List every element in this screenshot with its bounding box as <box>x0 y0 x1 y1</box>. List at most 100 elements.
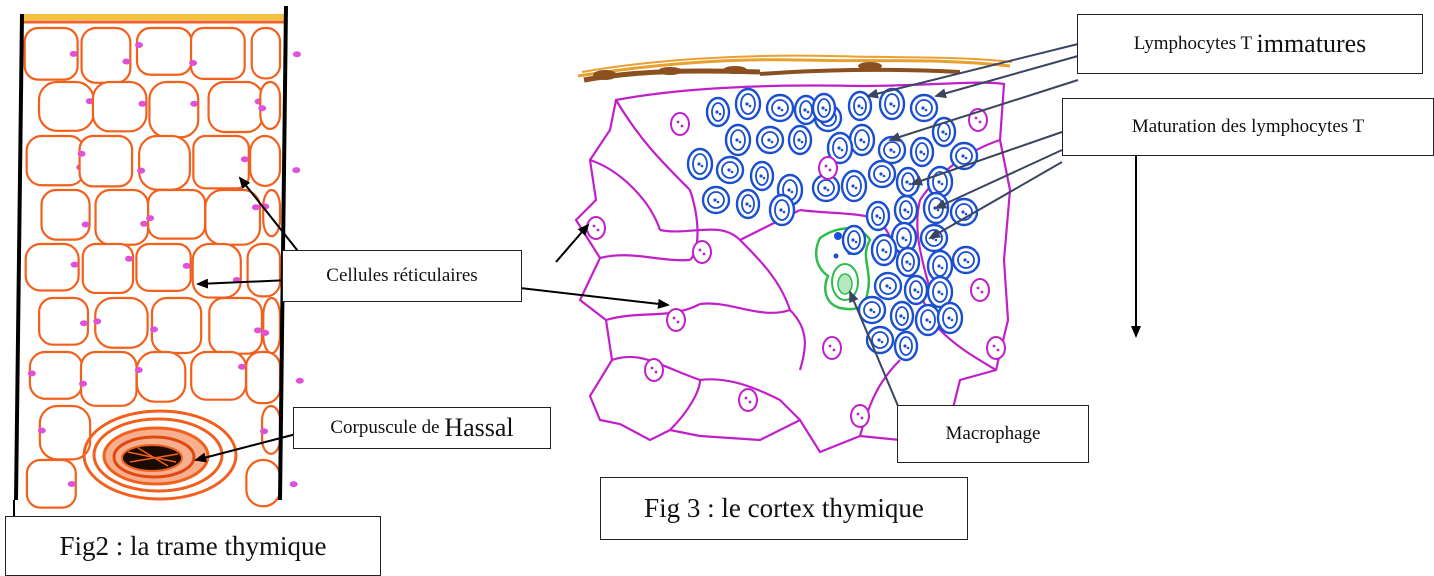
label-macrophage: Macrophage <box>897 405 1089 463</box>
reticular-cell <box>152 298 201 353</box>
reticular-nucleus <box>138 101 146 107</box>
arrow-reticular-4 <box>520 288 668 305</box>
reticular-nucleus <box>254 327 262 333</box>
reticular-cell <box>248 244 280 296</box>
label-corpuscule-prefix: Corpuscule de <box>330 417 444 439</box>
fig3-caption: Fig 3 : le cortex thymique <box>600 477 968 540</box>
reticular-nucleus <box>258 105 266 111</box>
reticular-nucleus <box>189 60 197 66</box>
reticular-cell <box>193 244 241 298</box>
reticular-nucleus <box>79 381 87 387</box>
reticular-nucleus <box>146 215 154 221</box>
reticular-cell <box>42 190 90 240</box>
reticular-cell <box>39 82 94 131</box>
fig2-caption-text: Fig2 : la trame thymique <box>60 531 327 562</box>
label-corpuscule-name: Hassal <box>444 413 513 443</box>
reticular-nucleus <box>290 481 298 487</box>
reticular-cell <box>95 298 147 348</box>
reticular-nucleus <box>150 326 158 332</box>
label-cellules-reticulaires: Cellules réticulaires <box>282 250 522 302</box>
reticular-nucleus <box>38 427 46 433</box>
reticular-cell <box>139 136 190 190</box>
reticular-nucleus <box>671 113 689 135</box>
reticular-nucleus <box>739 389 757 411</box>
reticular-nucleus <box>241 156 249 162</box>
label-maturation: Maturation des lymphocytes T <box>1062 98 1434 156</box>
reticular-cell <box>137 352 186 402</box>
label-lymphocytes-suffix: immatures <box>1257 29 1367 59</box>
reticular-cell <box>137 28 192 75</box>
reticular-cell <box>149 82 198 137</box>
reticular-cell <box>148 190 205 239</box>
reticular-nucleus <box>851 405 869 427</box>
reticular-nucleus <box>80 320 88 326</box>
reticular-nucleus <box>82 222 90 228</box>
reticular-nucleus <box>261 330 269 336</box>
reticular-cell <box>263 298 280 353</box>
reticular-cell <box>209 298 262 354</box>
reticular-nucleus <box>587 217 605 239</box>
reticular-nucleus <box>125 256 133 262</box>
reticular-nucleus <box>68 481 76 487</box>
reticular-cell <box>30 352 82 399</box>
reticular-nucleus <box>93 318 101 324</box>
arrow-reticular-3 <box>556 225 588 262</box>
reticular-cell <box>26 244 79 291</box>
reticular-nucleus <box>135 42 143 48</box>
reticular-nucleus <box>819 157 837 179</box>
reticular-nucleus <box>70 51 78 57</box>
reticular-cell <box>39 298 88 345</box>
reticular-nucleus <box>823 337 841 359</box>
reticular-cell <box>40 406 90 459</box>
reticular-cell <box>136 244 190 291</box>
reticular-nucleus <box>252 204 260 210</box>
reticular-nucleus <box>190 101 198 107</box>
reticular-nucleus <box>645 359 663 381</box>
reticular-cell <box>205 190 260 245</box>
fig3-caption-text: Fig 3 : le cortex thymique <box>644 493 924 524</box>
reticular-cell <box>246 352 280 403</box>
reticular-nucleus <box>122 59 130 65</box>
reticular-cell <box>193 136 248 188</box>
reticular-cell <box>252 28 280 78</box>
label-cellules-reticulaires-text: Cellules réticulaires <box>326 265 477 287</box>
fig3-drawing <box>576 56 1012 452</box>
reticular-cell <box>80 136 133 186</box>
reticular-nucleus <box>28 370 36 376</box>
reticular-nucleus <box>183 263 191 269</box>
reticular-nucleus <box>260 428 268 434</box>
reticular-nucleus <box>135 367 143 373</box>
reticular-nucleus <box>78 151 86 157</box>
reticular-cell <box>209 82 263 132</box>
reticular-nucleus <box>137 168 145 174</box>
label-corpuscule-hassal: Corpuscule de Hassal <box>293 407 551 449</box>
reticular-nucleus <box>987 337 1005 359</box>
reticular-nucleus <box>71 262 79 268</box>
reticular-nucleus <box>296 378 304 384</box>
reticular-nucleus <box>293 51 301 57</box>
reticular-cell <box>83 244 133 293</box>
label-macrophage-text: Macrophage <box>946 423 1041 445</box>
reticular-nucleus <box>667 309 685 331</box>
fig2-caption: Fig2 : la trame thymique <box>5 516 381 576</box>
reticular-cell <box>250 136 280 186</box>
label-lymphocytes-prefix: Lymphocytes T <box>1134 33 1257 55</box>
reticular-nucleus <box>292 167 300 173</box>
reticular-cell <box>81 352 137 406</box>
fig2-drawing <box>14 6 304 516</box>
lymphocyte-cluster <box>688 89 979 360</box>
reticular-nucleus <box>140 221 148 227</box>
reticular-cell <box>191 352 246 400</box>
reticular-nucleus <box>238 364 246 370</box>
reticular-nucleus <box>971 279 989 301</box>
reticular-nucleus <box>693 241 711 263</box>
reticular-cell <box>191 28 245 79</box>
reticular-cell <box>27 136 85 185</box>
reticular-cell <box>96 190 149 245</box>
reticular-cell <box>263 190 280 236</box>
reticular-cell <box>246 460 280 506</box>
label-maturation-text: Maturation des lymphocytes T <box>1132 116 1364 138</box>
label-lymphocytes-immatures: Lymphocytes T immatures <box>1077 14 1423 74</box>
reticular-cell <box>93 82 146 131</box>
reticular-cell <box>82 28 131 83</box>
